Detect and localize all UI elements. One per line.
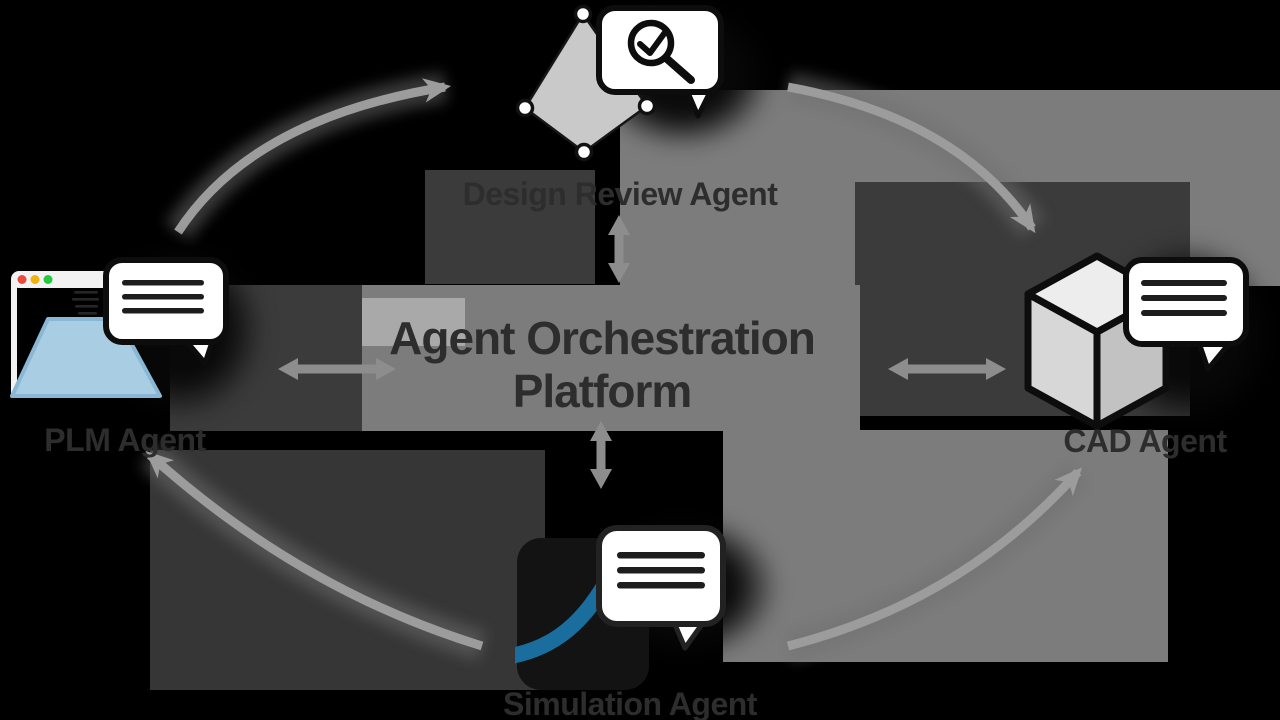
arrow-plm-to-design-review	[174, 78, 452, 235]
chat-bubble-icon	[1123, 257, 1249, 372]
bidirectional-arrow-top	[608, 215, 630, 283]
magnifier-check-icon	[627, 19, 695, 84]
design-review-agent-icon	[515, 4, 724, 162]
cad-agent-label: CAD Agent	[1063, 423, 1227, 459]
chat-bubble-icon	[103, 257, 229, 366]
plm-agent-icon	[10, 257, 229, 398]
platform-title-line2: Platform	[512, 365, 693, 418]
arrow-simulation-to-plm	[145, 450, 484, 651]
alpha-artifact-block	[425, 170, 595, 284]
code-lines	[72, 291, 99, 315]
traffic-light-yellow	[30, 275, 40, 284]
chat-bubble-icon	[596, 525, 726, 651]
alpha-artifact-block	[362, 298, 465, 346]
bidirectional-arrow-right	[888, 358, 1006, 380]
alpha-artifact-block	[723, 430, 1168, 662]
traffic-light-red	[17, 275, 27, 284]
bidirectional-arrow-left	[278, 358, 396, 380]
bidirectional-arrow-bottom	[590, 421, 612, 489]
simulation-agent-label: Simulation Agent	[503, 686, 757, 720]
platform-title: Agent Orchestration Platform	[322, 312, 882, 419]
simulation-agent-icon	[515, 525, 726, 690]
traffic-light-green	[43, 275, 53, 284]
arrow-design-review-to-cad	[787, 82, 1036, 234]
review-bubble-icon	[596, 5, 724, 119]
plm-agent-label: PLM Agent	[44, 422, 206, 458]
cad-agent-icon	[1024, 252, 1249, 430]
platform-title-line1: Agent Orchestration	[389, 312, 816, 364]
arrow-simulation-to-cad	[786, 467, 1083, 651]
design-review-agent-label: Design Review Agent	[462, 176, 778, 212]
